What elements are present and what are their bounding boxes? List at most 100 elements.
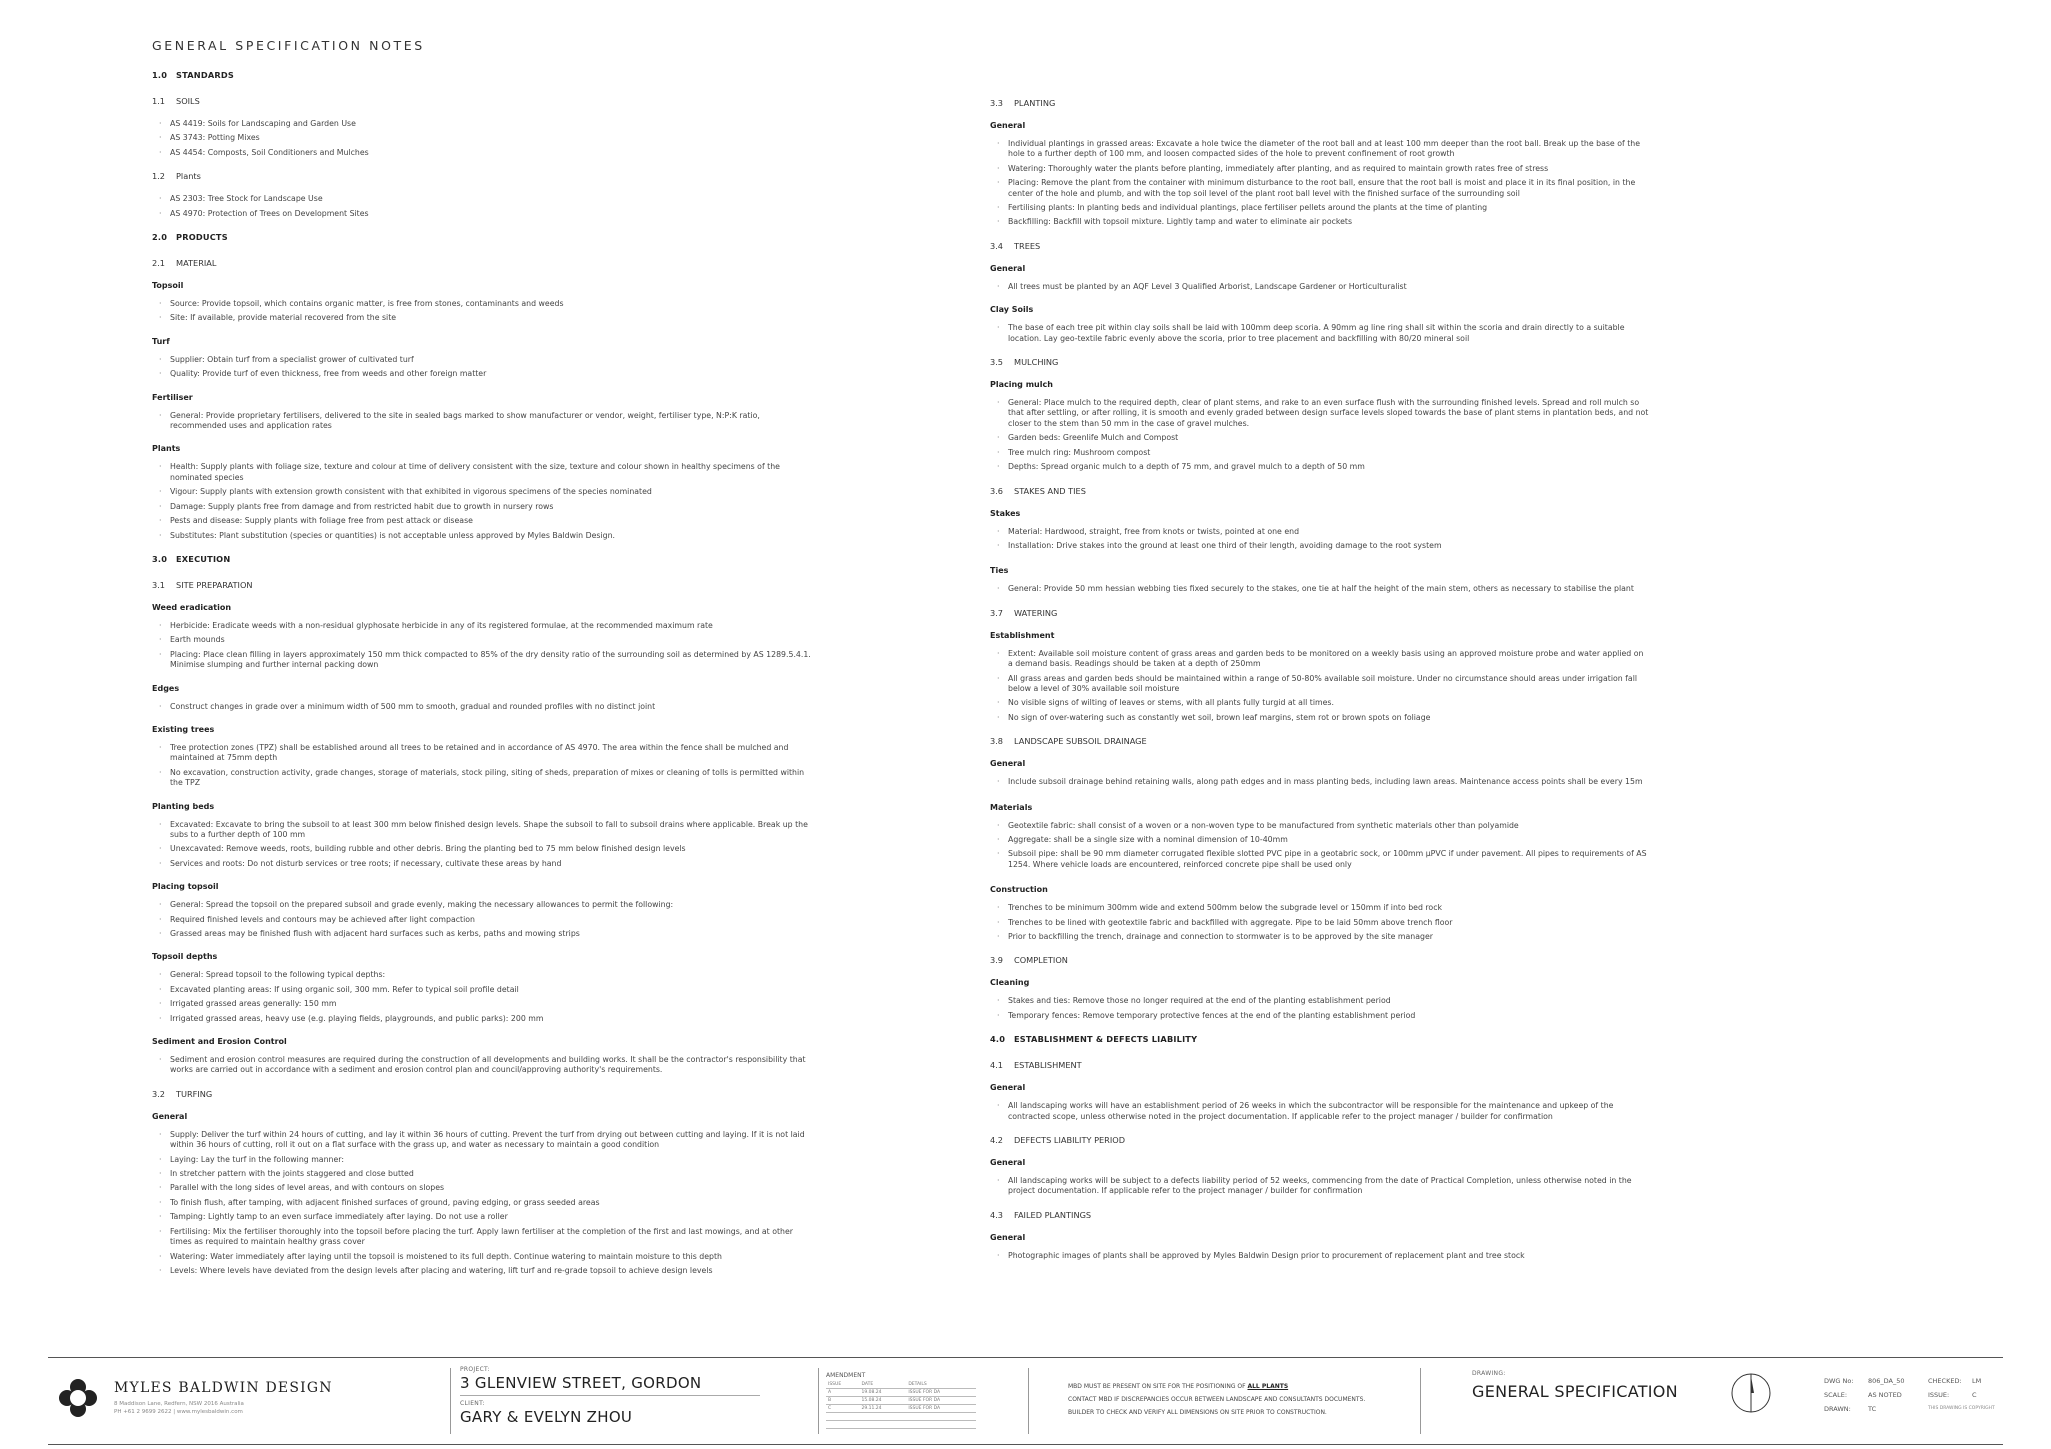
- topic-heading: Plants: [152, 444, 181, 454]
- spec-item: Irrigated grassed areas, heavy use (e.g.…: [152, 1014, 812, 1025]
- project-label: PROJECT:: [460, 1366, 490, 1373]
- spec-list: Excavated: Excavate to bring the subsoil…: [152, 820, 812, 870]
- topic-heading: Cleaning: [990, 978, 1030, 988]
- topic-heading: Turf: [152, 336, 170, 346]
- spec-item: Excavated planting areas: If using organ…: [152, 985, 812, 996]
- spec-item: Damage: Supply plants free from damage a…: [152, 502, 812, 513]
- spec-list: AS 2303: Tree Stock for Landscape UseAS …: [152, 194, 812, 219]
- spec-list: Supply: Deliver the turf within 24 hours…: [152, 1130, 812, 1277]
- spec-item: General: Spread topsoil to the following…: [152, 970, 812, 981]
- section-number: 4.2: [990, 1135, 1004, 1146]
- section-number: 3.0: [152, 553, 168, 564]
- spec-item: Health: Supply plants with foliage size,…: [152, 462, 812, 483]
- spec-item: Levels: Where levels have deviated from …: [152, 1266, 812, 1277]
- spec-item: AS 3743: Potting Mixes: [152, 133, 812, 144]
- spec-list: Photographic images of plants shall be a…: [990, 1251, 1650, 1262]
- topic-heading: General: [990, 1158, 1026, 1168]
- section-title: ESTABLISHMENT & DEFECTS LIABILITY: [1014, 1034, 1198, 1045]
- issue-label: ISSUE:: [1928, 1391, 1950, 1399]
- topic-heading: Weed eradication: [152, 602, 232, 612]
- spec-item: Sediment and erosion control measures ar…: [152, 1055, 812, 1076]
- spec-list: All trees must be planted by an AQF Leve…: [990, 282, 1650, 293]
- section-number: 3.2: [152, 1088, 166, 1099]
- spec-item: Fertilising: Mix the fertiliser thorough…: [152, 1227, 812, 1248]
- topic-heading: Topsoil: [152, 281, 184, 291]
- spec-list: Sediment and erosion control measures ar…: [152, 1055, 812, 1076]
- amendment-row-empty: [826, 1412, 976, 1421]
- spec-item: AS 4454: Composts, Soil Conditioners and…: [152, 148, 812, 159]
- note-line-2: CONTACT MBD IF DISCREPANCIES OCCUR BETWE…: [1068, 1396, 1366, 1403]
- section-number: 4.3: [990, 1209, 1004, 1220]
- spec-item: Placing: Remove the plant from the conta…: [990, 178, 1650, 199]
- sheet-title: GENERAL SPECIFICATION NOTES: [152, 38, 425, 53]
- section-title: WATERING: [1014, 607, 1058, 618]
- spec-list: General: Spread the topsoil on the prepa…: [152, 900, 812, 940]
- section-title: MULCHING: [1014, 357, 1059, 368]
- topic-heading: General: [990, 121, 1026, 130]
- spec-item: Unexcavated: Remove weeds, roots, buildi…: [152, 844, 812, 855]
- spec-list: General: Provide 50 mm hessian webbing t…: [990, 584, 1650, 595]
- section-number: 1.0: [152, 70, 168, 80]
- spec-item: Photographic images of plants shall be a…: [990, 1251, 1650, 1262]
- topic-heading: General: [990, 1083, 1026, 1093]
- spec-item: Substitutes: Plant substitution (species…: [152, 531, 812, 542]
- note-line-3: BUILDER TO CHECK AND VERIFY ALL DIMENSIO…: [1068, 1409, 1327, 1416]
- firm-logo-icon: [59, 1379, 97, 1417]
- topic-heading: Materials: [990, 802, 1033, 812]
- section-title: DEFECTS LIABILITY PERIOD: [1014, 1135, 1126, 1146]
- spec-list: Material: Hardwood, straight, free from …: [990, 527, 1650, 552]
- topic-heading: Fertiliser: [152, 392, 193, 402]
- spec-list: Supplier: Obtain turf from a specialist …: [152, 355, 812, 380]
- amendment-cell: ISSUE FOR DA: [906, 1388, 976, 1397]
- spec-item: Site: If available, provide material rec…: [152, 313, 812, 324]
- spec-item: Temporary fences: Remove temporary prote…: [990, 1011, 1650, 1022]
- spec-item: The base of each tree pit within clay so…: [990, 323, 1650, 344]
- divider: [450, 1368, 451, 1434]
- spec-item: Garden beds: Greenlife Mulch and Compost: [990, 433, 1650, 444]
- title-block: MYLES BALDWIN DESIGN 8 Maddison Lane, Re…: [48, 1357, 2003, 1445]
- spec-list: AS 4419: Soils for Landscaping and Garde…: [152, 119, 812, 159]
- north-arrow-icon: [1731, 1373, 1771, 1413]
- site-notes: MBD MUST BE PRESENT ON SITE FOR THE POSI…: [1068, 1380, 1398, 1419]
- section-title: STAKES AND TIES: [1014, 485, 1086, 496]
- amendment-label: AMENDMENT: [826, 1372, 866, 1379]
- amendment-cell: [906, 1420, 976, 1429]
- drawing-title: GENERAL SPECIFICATION: [1472, 1382, 1678, 1401]
- spec-item: Laying: Lay the turf in the following ma…: [152, 1155, 812, 1166]
- topic-heading: Planting beds: [152, 801, 215, 811]
- topic-heading: Establishment: [990, 630, 1055, 640]
- section-number: 4.1: [990, 1060, 1004, 1071]
- amendment-cell: [859, 1412, 907, 1421]
- amendment-cell: ISSUE FOR DA: [906, 1404, 976, 1413]
- spec-item: All grass areas and garden beds should b…: [990, 674, 1650, 695]
- checked-value: LM: [1972, 1377, 1982, 1385]
- spec-item: General: Spread the topsoil on the prepa…: [152, 900, 812, 911]
- spec-item: All landscaping works will have an estab…: [990, 1101, 1650, 1122]
- firm-address: 8 Maddison Lane, Redfern, NSW 2016 Austr…: [114, 1400, 354, 1416]
- spec-list: Health: Supply plants with foliage size,…: [152, 462, 812, 542]
- scale-value: AS NOTED: [1868, 1391, 1902, 1399]
- topic-heading: General: [152, 1111, 188, 1121]
- note-line-1: MBD MUST BE PRESENT ON SITE FOR THE POSI…: [1068, 1380, 1398, 1393]
- spec-list: Trenches to be minimum 300mm wide and ex…: [990, 903, 1650, 943]
- spec-item: Installation: Drive stakes into the grou…: [990, 541, 1650, 552]
- spec-item: Depths: Spread organic mulch to a depth …: [990, 462, 1650, 473]
- spec-list: General: Provide proprietary fertilisers…: [152, 411, 812, 432]
- amendment-header-cell: DATE: [859, 1381, 907, 1389]
- section-title: Plants: [176, 171, 201, 182]
- spec-list: Tree protection zones (TPZ) shall be est…: [152, 743, 812, 789]
- scale-label: SCALE:: [1824, 1391, 1848, 1399]
